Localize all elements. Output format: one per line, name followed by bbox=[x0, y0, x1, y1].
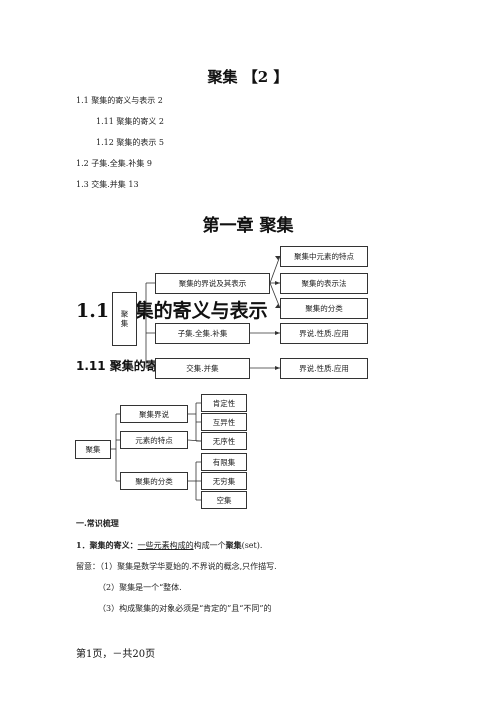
diagram-node: 界说.性质.应用 bbox=[280, 358, 368, 379]
diagram-node: 聚集中元素的特点 bbox=[280, 246, 368, 267]
section-label: 一.常识梳理 bbox=[76, 518, 119, 528]
diagram-root-box: 聚集 bbox=[75, 440, 111, 459]
definition-line: 1．聚集的寄义：一些元素构成的构成一个聚集(set). bbox=[76, 540, 262, 551]
diagram-node: 界说.性质.应用 bbox=[280, 323, 368, 344]
definition-label: 1．聚集的寄义： bbox=[76, 540, 138, 550]
toc-item[interactable]: 1.11 聚集的寄义 2 bbox=[96, 117, 164, 126]
chapter-title: 第一章 聚集 bbox=[202, 216, 294, 236]
diagram-node: 聚集的分类 bbox=[280, 298, 368, 319]
diagram-node: 聚集的表示法 bbox=[280, 273, 368, 294]
definition-text: 构成一个 bbox=[193, 541, 226, 550]
diagram-node: 无序性 bbox=[201, 432, 247, 450]
diagram-node: 聚集界说 bbox=[120, 405, 188, 423]
diagram-node: 互异性 bbox=[201, 413, 247, 431]
note-line: （3）构成聚集的对象必须是“肯定的”且“不同”的 bbox=[98, 604, 272, 613]
toc-item[interactable]: 1.3 交集.并集 13 bbox=[76, 180, 139, 189]
definition-text: (set). bbox=[241, 541, 263, 550]
diagram-root-box: 聚集 bbox=[112, 292, 137, 346]
diagram-node: 无穷集 bbox=[201, 472, 247, 490]
page-footer: 第1页，－共20页 bbox=[76, 649, 156, 660]
note-line: 留意：（1）聚集是数学华夏始的.不界说的概念,只作描写. bbox=[76, 562, 277, 571]
toc-item[interactable]: 1.2 子集.全集.补集 9 bbox=[76, 159, 152, 168]
diagram-node: 聚集的界说及其表示 bbox=[155, 273, 270, 294]
diagram-node: 交集.并集 bbox=[155, 358, 250, 379]
diagram-node: 子集.全集.补集 bbox=[155, 323, 250, 344]
diagram-node: 肯定性 bbox=[201, 394, 247, 412]
definition-term: 聚集 bbox=[225, 540, 242, 550]
document-title: 聚集 【2 】 bbox=[207, 68, 289, 86]
diagram-node: 空集 bbox=[201, 491, 247, 509]
diagram-node: 有限集 bbox=[201, 453, 247, 471]
note-line: （2）聚集是一个“整体. bbox=[98, 583, 182, 592]
toc-item[interactable]: 1.12 聚集的表示 5 bbox=[96, 138, 164, 147]
diagram-node: 元素的特点 bbox=[120, 431, 188, 449]
toc-item[interactable]: 1.1 聚集的寄义与表示 2 bbox=[76, 96, 163, 105]
subsection-heading: 1.11 聚集的寄 bbox=[76, 359, 158, 373]
diagram-node: 聚集的分类 bbox=[120, 472, 188, 490]
definition-underlined: 一些元素构成的 bbox=[137, 541, 194, 550]
